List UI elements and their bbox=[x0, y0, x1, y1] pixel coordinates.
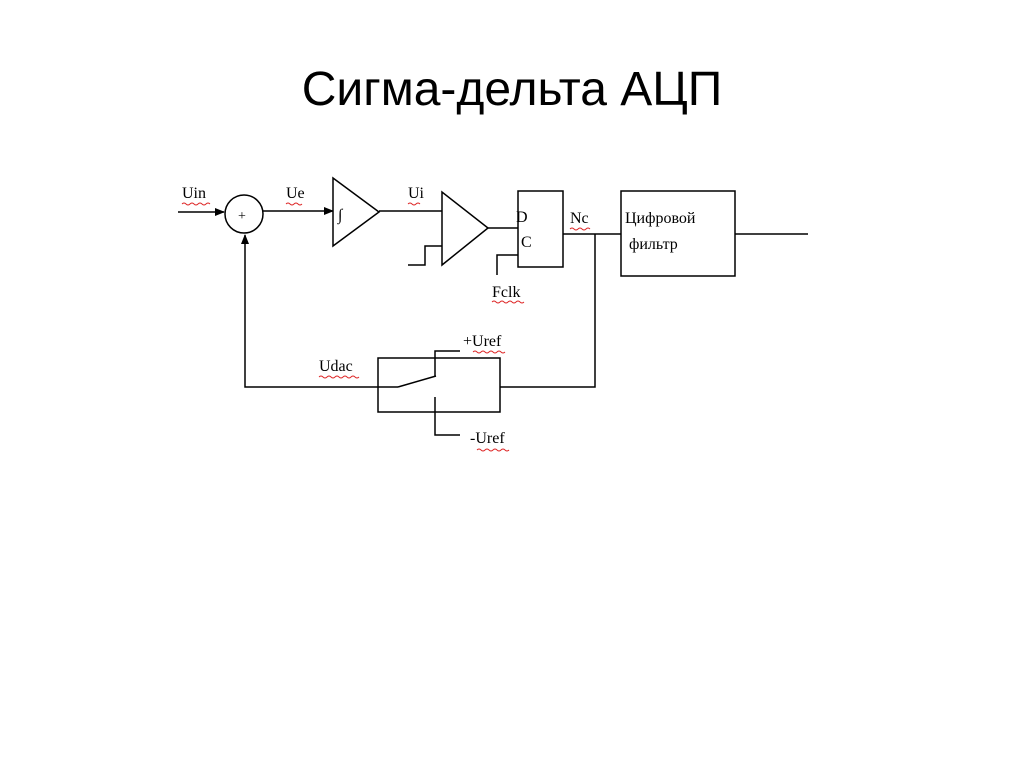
udac-label: Udac bbox=[319, 358, 353, 375]
integrator-symbol: ∫ bbox=[337, 207, 344, 225]
dac-switch-box bbox=[377, 357, 501, 413]
digital-filter-label-line2: фильтр bbox=[629, 236, 678, 253]
integrator-triangle bbox=[332, 176, 381, 248]
comparator-triangle bbox=[441, 190, 490, 267]
uref-pos-label: +Uref bbox=[463, 333, 502, 350]
dff-d-pin-label: D bbox=[516, 209, 528, 226]
uref-neg-wire bbox=[434, 397, 460, 436]
summing-junction bbox=[224, 194, 264, 234]
comparator-ground-wire bbox=[408, 245, 442, 266]
ue-label: Ue bbox=[286, 185, 305, 202]
fclk-spellcheck-underline bbox=[491, 300, 525, 304]
udac-spellcheck-underline bbox=[318, 375, 360, 379]
uref-pos-spellcheck-underline bbox=[472, 350, 506, 354]
digital-filter-label-line1: Цифровой bbox=[625, 210, 696, 227]
nc-label: Nc bbox=[570, 210, 589, 227]
ui-label: Ui bbox=[408, 185, 425, 202]
ui-spellcheck-underline bbox=[407, 202, 421, 206]
uin-spellcheck-underline bbox=[181, 202, 211, 206]
uref-pos-wire bbox=[434, 350, 460, 376]
fclk-wire bbox=[496, 254, 518, 275]
uref-neg-label: -Uref bbox=[470, 430, 505, 447]
feedback-control-wire bbox=[500, 234, 596, 388]
udac-feedback-wire bbox=[241, 234, 398, 388]
summer-plus-symbol: + bbox=[238, 209, 246, 224]
dff-c-pin-label: C bbox=[521, 234, 532, 251]
digital-filter bbox=[620, 190, 736, 277]
fclk-label: Fclk bbox=[492, 284, 520, 301]
ue-spellcheck-underline bbox=[285, 202, 303, 206]
nc-spellcheck-underline bbox=[569, 227, 591, 231]
uin-label: Uin bbox=[182, 185, 206, 202]
slide-title: Сигма-дельта АЦП bbox=[301, 63, 723, 116]
dac-switch-contact bbox=[397, 375, 437, 388]
uref-neg-spellcheck-underline bbox=[476, 448, 510, 452]
d-flipflop bbox=[517, 190, 564, 268]
